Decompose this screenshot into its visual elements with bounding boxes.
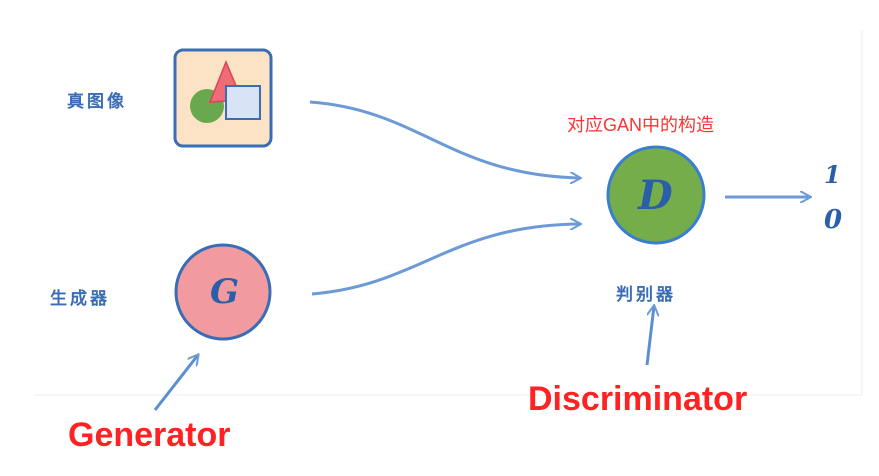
g-letter: G [210, 272, 240, 312]
generator-cn-label: 生成器 [50, 289, 110, 309]
real-image-label: 真图像 [67, 92, 127, 112]
real-to-d-arrow [309, 100, 580, 178]
generator-pointer-arrow [153, 355, 198, 411]
generator-en-label: Generator [68, 416, 231, 454]
discriminator-pointer-arrow [645, 306, 654, 366]
g-to-d-arrow [311, 224, 580, 296]
d-letter: D [638, 172, 673, 219]
discriminator-cn-label: 判别器 [616, 285, 676, 305]
discriminator-node [606, 145, 706, 245]
real-image-icon [173, 48, 273, 148]
output-one: 1 [824, 160, 841, 189]
output-zero: 0 [824, 205, 843, 235]
gan-note: 对应GAN中的构造 [567, 115, 715, 135]
generator-node [174, 243, 272, 341]
discriminator-en-label: Discriminator [528, 380, 748, 418]
